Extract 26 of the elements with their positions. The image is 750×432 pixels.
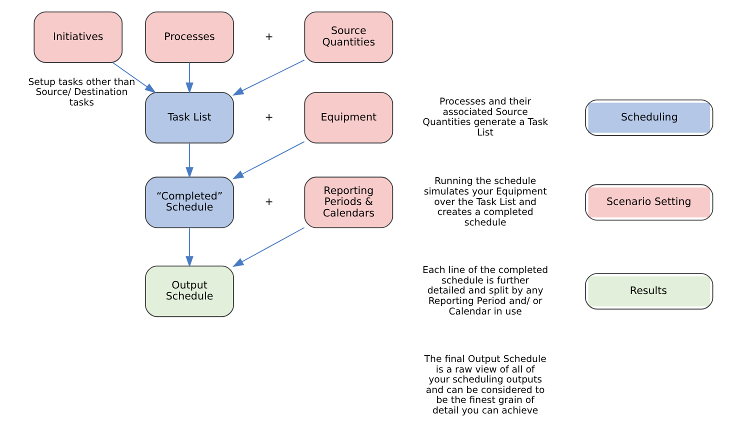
legend-label: Scenario Setting bbox=[606, 196, 692, 208]
label: + bbox=[264, 196, 274, 208]
node-box: “Completed” Schedule bbox=[145, 176, 234, 228]
label: Processes and their associated Source Quantities generate a Task List bbox=[422, 96, 548, 138]
legend-label: Results bbox=[630, 284, 668, 297]
arrow bbox=[232, 60, 305, 96]
label: + bbox=[264, 111, 274, 124]
arrow bbox=[186, 228, 194, 268]
label: Each line of the completed schedule is further detailed and split by any Reporting Period and/ or Calendar in use bbox=[422, 265, 548, 318]
node-box: Task List bbox=[145, 92, 234, 144]
arrow bbox=[186, 62, 194, 94]
node-box: Reporting Periods & Calendars bbox=[304, 176, 394, 228]
arrow bbox=[112, 62, 156, 94]
legend-label: Scheduling bbox=[621, 111, 678, 124]
node-box: Source Quantities bbox=[304, 11, 394, 63]
node-box: Initiatives bbox=[34, 11, 123, 63]
label: The final Output Schedule is a raw view of all of your scheduling outputs and can be considered to be the finest grain of detail you can achieve bbox=[424, 354, 546, 416]
node-box: Processes bbox=[145, 11, 234, 63]
arrow bbox=[232, 141, 305, 180]
label: + bbox=[264, 30, 274, 43]
node-box: Output Schedule bbox=[145, 266, 234, 318]
arrow bbox=[232, 227, 305, 267]
label: Running the schedule simulates your Equipment over the Task List and creates a completed schedule bbox=[424, 176, 547, 228]
node-box: Equipment bbox=[304, 92, 394, 144]
edge-label: Setup tasks other than Source/ Destination tasks bbox=[28, 76, 136, 108]
arrow bbox=[186, 142, 194, 178]
